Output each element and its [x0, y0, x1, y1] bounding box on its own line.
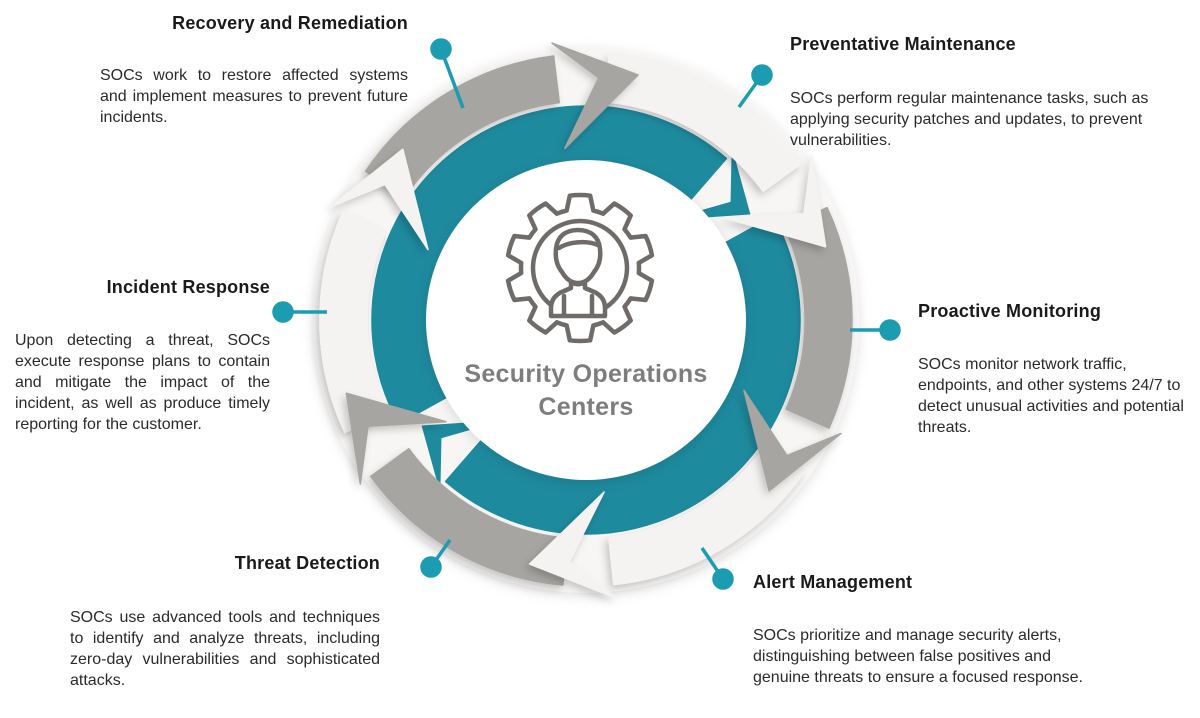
- segment-title-alert-management: Alert Management: [753, 572, 913, 592]
- analyst-hair: [556, 239, 601, 251]
- analyst-gear-icon: [505, 192, 655, 344]
- pin-threat-detection: [420, 538, 452, 578]
- segment-description-threat-detection: SOCs use advanced tools and techniques t…: [70, 609, 380, 689]
- cycle-arrow-head-3: [743, 389, 842, 492]
- segment-description-preventative-maintenance: SOCs perform regular maintenance tasks, …: [790, 90, 1149, 149]
- cycle-arrow-head-2: [725, 155, 827, 248]
- cycle-arrow-bodies: [319, 54, 853, 586]
- cycle-arrow-body-3: [783, 206, 853, 429]
- cycle-arrow-head-5: [345, 392, 447, 485]
- segment-title-threat-detection: Threat Detection: [234, 553, 380, 573]
- cycle-arrow-body-5: [370, 447, 568, 586]
- cycle-arrow-body-2: [604, 54, 802, 193]
- cycle-arrow-body-6: [319, 211, 389, 434]
- cycle-arrow-head-6: [330, 148, 429, 251]
- segment-description-alert-management: SOCs prioritize and manage security aler…: [753, 627, 1083, 686]
- pin-recovery-remediation: [430, 38, 465, 109]
- segment-description-proactive-monitoring: SOCs monitor network traffic, endpoints,…: [918, 356, 1184, 436]
- pin-incident-response: [272, 301, 327, 323]
- center-circle: [426, 160, 746, 480]
- segment-title-incident-response: Incident Response: [106, 277, 270, 297]
- gear-outline: [505, 192, 655, 344]
- pin-alert-management: [700, 547, 734, 590]
- cycle-arrow-head-4: [528, 491, 616, 599]
- segment-title-recovery-remediation: Recovery and Remediation: [172, 13, 408, 33]
- cycle-arrow-head-1: [551, 42, 639, 150]
- pin-preventative-maintenance: [737, 64, 773, 109]
- segment-title-proactive-monitoring: Proactive Monitoring: [918, 301, 1102, 321]
- segment-pins: [272, 38, 901, 590]
- cycle-arrow-body-4: [608, 444, 805, 586]
- segment-description-incident-response: Upon detecting a threat, SOCs execute re…: [15, 332, 270, 433]
- analyst-head: [553, 227, 603, 286]
- diagram-title-line1: Security Operations: [464, 360, 708, 388]
- cycle-arrow-body-1: [364, 55, 561, 199]
- pin-proactive-monitoring: [850, 319, 901, 341]
- segment-title-preventative-maintenance: Preventative Maintenance: [790, 34, 1016, 54]
- diagram-title: Security Operations Centers: [431, 358, 741, 424]
- segment-description-recovery-remediation: SOCs work to restore affected systems an…: [100, 67, 408, 126]
- cycle-arrow-heads: [330, 42, 842, 599]
- diagram-title-line2: Centers: [538, 393, 634, 421]
